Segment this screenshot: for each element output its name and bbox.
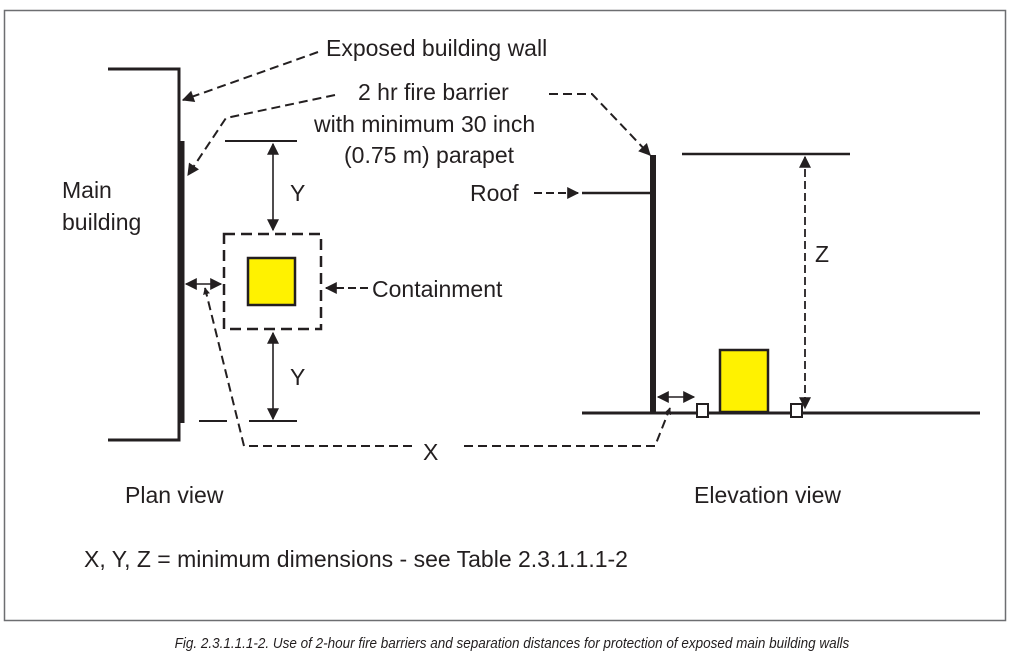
curb-marker-left bbox=[696, 403, 709, 418]
containment-equipment-elevation bbox=[718, 348, 770, 414]
main-building-label-2: building bbox=[62, 209, 141, 235]
x-label: X bbox=[423, 439, 438, 465]
elevation-view: Roof Z bbox=[470, 152, 980, 418]
dimensions-note: X, Y, Z = minimum dimensions - see Table… bbox=[84, 546, 628, 572]
plan-view: Y Y Main building Containment Exposed bu… bbox=[62, 35, 651, 442]
exposed-wall-leader-arrow bbox=[181, 51, 319, 103]
main-building-label: Main bbox=[62, 177, 112, 203]
fire-barrier-leader-plan bbox=[187, 94, 336, 176]
roof-label: Roof bbox=[470, 180, 519, 206]
fire-barrier-label-line1: 2 hr fire barrier bbox=[358, 79, 509, 105]
x-leader-right bbox=[464, 407, 671, 447]
fire-barrier-label-line3: (0.75 m) parapet bbox=[344, 142, 515, 168]
containment-label: Containment bbox=[372, 276, 503, 302]
exposed-wall-label: Exposed building wall bbox=[326, 35, 547, 61]
y-bottom-label: Y bbox=[290, 364, 305, 390]
figure-caption: Fig. 2.3.1.1.1-2. Use of 2-hour fire bar… bbox=[174, 636, 850, 652]
x-leader-left bbox=[203, 287, 412, 447]
z-label: Z bbox=[815, 241, 829, 267]
containment-equipment-plan bbox=[246, 256, 297, 307]
plan-view-title: Plan view bbox=[125, 482, 224, 508]
curb-marker-right bbox=[790, 403, 803, 418]
figure-frame bbox=[3, 9, 1007, 622]
fire-barrier-leader-elevation bbox=[549, 93, 651, 156]
elevation-view-title: Elevation view bbox=[694, 482, 841, 508]
main-building-wall bbox=[108, 67, 181, 442]
fire-barrier-label-line2: with minimum 30 inch bbox=[313, 111, 535, 137]
y-top-label: Y bbox=[290, 180, 305, 206]
containment-boundary bbox=[222, 232, 323, 331]
